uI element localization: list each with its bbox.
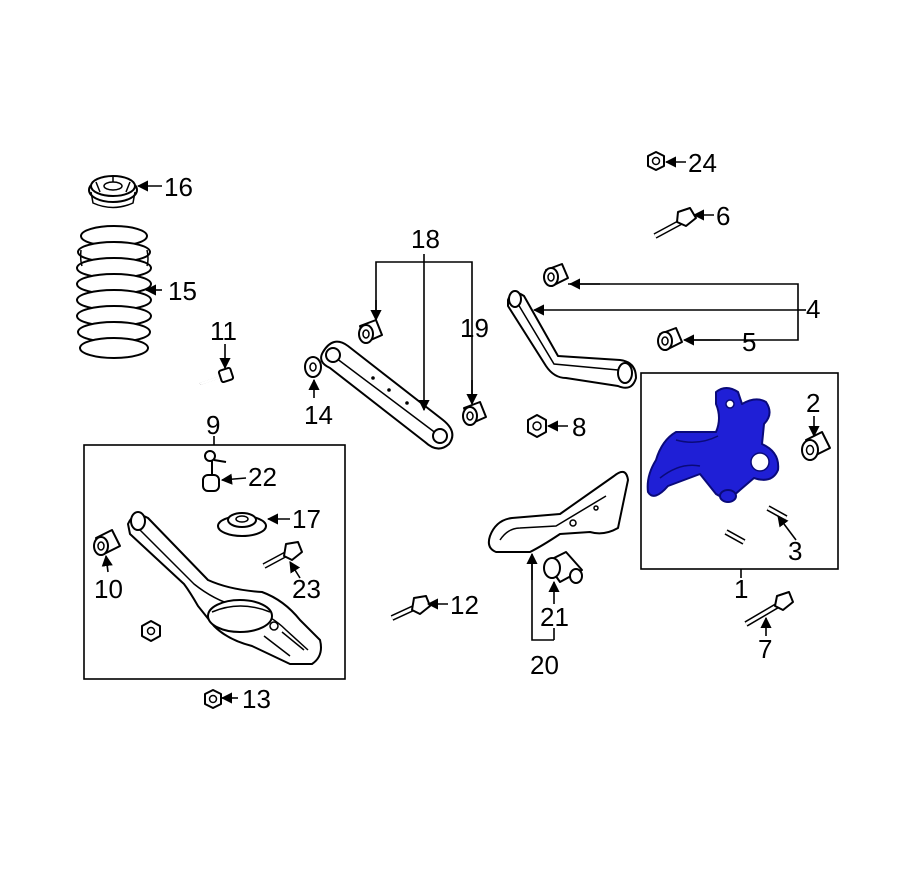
lower-control-arm-part[interactable] (127, 511, 322, 665)
bushing-10-part[interactable] (93, 529, 121, 556)
coil-spring-part[interactable] (76, 225, 152, 359)
bushing-upper-left-part[interactable] (358, 319, 383, 344)
bushing-4-part[interactable] (543, 263, 569, 287)
knuckle-group-box (640, 372, 839, 570)
bushing-5-part[interactable] (657, 327, 683, 351)
callout-labels: 16 15 11 14 18 19 24 6 4 5 8 2 3 1 7 9 2… (94, 148, 820, 714)
callout-17: 17 (292, 504, 321, 534)
callout-5: 5 (742, 327, 756, 357)
callout-15: 15 (168, 276, 197, 306)
callout-22: 22 (248, 462, 277, 492)
nut-lower-arm-part[interactable] (141, 620, 161, 642)
callout-14: 14 (304, 400, 333, 430)
bolt-23-part[interactable] (262, 541, 303, 569)
nut-8-part[interactable] (527, 414, 547, 438)
knuckle-bushing-2-part[interactable] (801, 431, 831, 461)
bolt-6-part[interactable] (653, 207, 697, 239)
leader-lines (101, 156, 820, 704)
nut-24-part[interactable] (647, 151, 665, 171)
bushing-upper-right-part[interactable] (462, 401, 487, 426)
callout-12: 12 (450, 590, 479, 620)
knuckle-part[interactable] (646, 387, 780, 503)
callout-8: 8 (572, 412, 586, 442)
trailing-arm-bushing-21-part[interactable] (543, 551, 583, 584)
callout-10: 10 (94, 574, 123, 604)
washer-14-part[interactable] (304, 356, 322, 378)
callout-13: 13 (242, 684, 271, 714)
spring-insulator-17-part[interactable] (217, 512, 267, 537)
callout-6: 6 (716, 201, 730, 231)
callout-9: 9 (206, 410, 220, 440)
callout-24: 24 (688, 148, 717, 178)
callout-1: 1 (734, 574, 748, 604)
callout-20: 20 (530, 650, 559, 680)
callout-18: 18 (411, 224, 440, 254)
callout-3: 3 (788, 536, 802, 566)
callout-21: 21 (540, 602, 569, 632)
stabilizer-link-22-part[interactable] (202, 450, 227, 492)
stud-3-part[interactable] (724, 505, 788, 545)
trailing-arm-part[interactable] (487, 470, 629, 553)
nut-13-part[interactable] (204, 689, 222, 709)
spring-seat-part[interactable] (88, 175, 138, 209)
callout-19: 19 (460, 313, 489, 343)
callout-23: 23 (292, 574, 321, 604)
callout-4: 4 (806, 294, 820, 324)
bolt-11-part[interactable] (199, 366, 235, 386)
callout-2: 2 (806, 388, 820, 418)
upper-link-arm-part[interactable] (320, 340, 454, 450)
callout-16: 16 (164, 172, 193, 202)
bolt-7-part[interactable] (744, 591, 794, 627)
camber-arm-part[interactable] (507, 290, 637, 389)
callout-11: 11 (210, 316, 237, 346)
callout-7: 7 (758, 634, 772, 664)
bolt-12-part[interactable] (390, 595, 431, 621)
